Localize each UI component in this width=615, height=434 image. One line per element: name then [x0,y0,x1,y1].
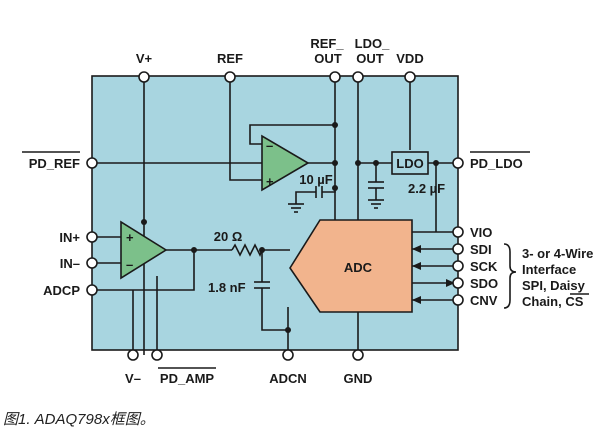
vminus-label: V– [125,371,141,386]
sdo-arrow-icon [446,279,455,287]
ref-cap-value: 10 µF [299,172,333,187]
ldo-out-label-line1: LDO_ [355,36,390,51]
vdd-pin [404,71,416,83]
adcn-label: ADCN [269,371,307,386]
adc-label: ADC [344,260,373,275]
adc-cap-value: 1.8 nF [208,280,246,295]
interface-note-line2: Interface [522,262,576,277]
pd-amp-pin [151,349,163,361]
ref-out-label-line1: REF_ [310,36,344,51]
sdi-label: SDI [470,242,492,257]
cnv-arrow-icon [412,296,421,304]
vplus-label: V+ [136,51,153,66]
ldo-label: LDO [396,156,423,171]
interface-note-line4: Chain, CS [522,294,584,309]
ref-pin [224,71,236,83]
ref-opamp-plus-sign: + [266,174,274,189]
sdo-pin [452,277,464,289]
ref-label: REF [217,51,243,66]
pd-ref-label: PD_REF [29,156,80,171]
ref-buffer-opamp [261,134,310,192]
pd-ldo-pin [452,157,464,169]
gnd-label: GND [344,371,373,386]
vminus-pin [127,349,139,361]
cnv-pin [452,294,464,306]
sck-label: SCK [470,259,498,274]
interface-note-line1: 3- or 4-Wire [522,246,593,261]
in-plus-pin [86,231,98,243]
sck-arrow-icon [412,262,421,270]
in-plus-label: IN+ [59,230,80,245]
sdi-pin [452,243,464,255]
interface-brace [503,243,517,309]
sdo-label: SDO [470,276,498,291]
ref-out-label-line2: OUT [314,51,342,66]
pd-ref-pin [86,157,98,169]
ref-out-pin [329,71,341,83]
adcn-pin [282,349,294,361]
resistor-value: 20 Ω [214,229,243,244]
vio-label: VIO [470,225,492,240]
figure-caption: 图1. ADAQ798x框图。 [3,411,155,428]
ldo-cap-value: 2.2 µF [408,181,445,196]
cnv-label: CNV [470,293,498,308]
ldo-out-label-line2: OUT [356,51,384,66]
ref-opamp-minus-sign: – [266,138,273,153]
adc-block [289,219,413,313]
interface-note-line3: SPI, Daisy [522,278,586,293]
in-minus-pin [86,257,98,269]
vio-pin [452,226,464,238]
ldo-block [391,151,429,175]
sck-pin [452,260,464,272]
ldo-out-pin [352,71,364,83]
sdi-arrow-icon [412,245,421,253]
amp-minus-sign: – [126,257,133,272]
vplus-pin [138,71,150,83]
pd-ldo-label: PD_LDO [470,156,523,171]
adcp-pin [86,284,98,296]
adcp-label: ADCP [43,283,80,298]
gnd-pin [352,349,364,361]
in-minus-label: IN– [60,256,80,271]
amp-plus-sign: + [126,230,134,245]
pd-amp-label: PD_AMP [160,371,215,386]
input-amplifier [120,220,168,280]
vdd-label: VDD [396,51,423,66]
